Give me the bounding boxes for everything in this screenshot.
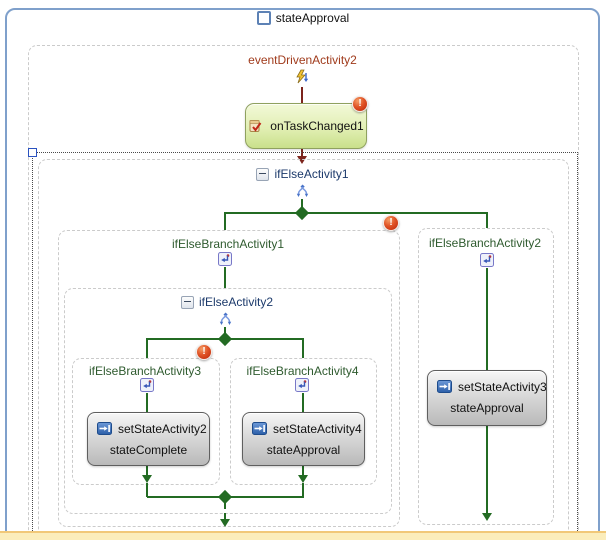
state-title-label: stateApproval bbox=[275, 11, 350, 25]
set-state3-label: setStateActivity3 bbox=[458, 379, 547, 394]
connector-line bbox=[302, 483, 304, 497]
connector-line bbox=[224, 267, 226, 288]
on-task-changed-activity[interactable]: onTaskChanged1 bbox=[245, 103, 367, 149]
connector-line bbox=[301, 147, 303, 156]
connector-line bbox=[486, 212, 488, 228]
connector-line bbox=[302, 393, 304, 412]
set-state2-target: stateComplete bbox=[109, 443, 188, 457]
if-else2-container[interactable] bbox=[64, 288, 392, 514]
set-state-icon bbox=[437, 379, 452, 394]
branch-icon bbox=[140, 378, 154, 392]
branch2-title-label: ifElseBranchActivity2 bbox=[428, 236, 542, 250]
arrowhead bbox=[482, 513, 492, 521]
branch1-title-label: ifElseBranchActivity1 bbox=[171, 237, 285, 251]
task-icon bbox=[248, 118, 264, 134]
branch4-title[interactable]: ifElseBranchActivity4 bbox=[230, 364, 375, 378]
set-state-activity4[interactable]: setStateActivity4 stateApproval bbox=[242, 412, 365, 466]
connector-line bbox=[301, 87, 303, 103]
set-state4-label: setStateActivity4 bbox=[273, 421, 362, 436]
if-else2-title-label: ifElseActivity2 bbox=[198, 295, 274, 309]
if-else1-title-label: ifElseActivity1 bbox=[274, 167, 349, 181]
set-state2-label: setStateActivity2 bbox=[118, 421, 207, 436]
arrowhead bbox=[298, 475, 308, 483]
connector-line bbox=[486, 268, 488, 370]
if-else-branch-split-icon bbox=[295, 184, 310, 199]
branch2-container[interactable] bbox=[418, 228, 554, 525]
event-driven-title[interactable]: eventDrivenActivity2 bbox=[28, 53, 577, 67]
if-else-branch-split-icon bbox=[218, 312, 233, 327]
branch1-title[interactable]: ifElseBranchActivity1 bbox=[58, 237, 398, 251]
arrowhead bbox=[220, 519, 230, 527]
arrowhead bbox=[142, 475, 152, 483]
status-strip bbox=[0, 531, 606, 540]
state-activity-frame[interactable] bbox=[5, 8, 600, 540]
branch-icon bbox=[480, 253, 494, 267]
connector-line bbox=[146, 483, 148, 497]
connector-line bbox=[146, 338, 148, 358]
connector-line bbox=[302, 338, 304, 358]
connector-line-dashed bbox=[224, 503, 226, 519]
branch4-title-label: ifElseBranchActivity4 bbox=[246, 364, 359, 378]
branch-icon bbox=[295, 378, 309, 392]
event-driven-container[interactable] bbox=[28, 45, 579, 540]
branch2-title[interactable]: ifElseBranchActivity2 bbox=[418, 236, 552, 250]
connector-line bbox=[146, 393, 148, 412]
set-state-icon bbox=[97, 421, 112, 436]
collapse-icon[interactable] bbox=[180, 295, 194, 309]
state-icon bbox=[256, 11, 271, 25]
connector-line bbox=[486, 424, 488, 514]
on-task-changed-label: onTaskChanged1 bbox=[270, 119, 364, 133]
event-driven-icon bbox=[294, 69, 310, 85]
set-state-icon bbox=[252, 421, 267, 436]
error-badge-branch3[interactable]: ! bbox=[196, 344, 212, 360]
selection-rect bbox=[32, 152, 578, 540]
connector-line bbox=[146, 464, 148, 476]
connector-line bbox=[224, 212, 226, 230]
set-state4-target: stateApproval bbox=[266, 443, 341, 457]
if-else2-title[interactable]: ifElseActivity2 bbox=[64, 295, 390, 309]
error-badge-branch1[interactable]: ! bbox=[383, 215, 399, 231]
branch-icon bbox=[218, 252, 232, 266]
if-else1-container[interactable] bbox=[38, 159, 569, 540]
error-badge-task[interactable]: ! bbox=[352, 96, 368, 112]
branch3-title-label: ifElseBranchActivity3 bbox=[88, 364, 202, 378]
branch3-title[interactable]: ifElseBranchActivity3 bbox=[72, 364, 218, 378]
selection-handle[interactable] bbox=[28, 148, 37, 157]
connector-line bbox=[225, 212, 488, 214]
set-state-activity3[interactable]: setStateActivity3 stateApproval bbox=[427, 370, 547, 426]
set-state3-target: stateApproval bbox=[450, 401, 524, 415]
state-title[interactable]: stateApproval bbox=[0, 11, 606, 25]
arrowhead bbox=[297, 156, 307, 164]
connector-line bbox=[302, 464, 304, 476]
if-else1-title[interactable]: ifElseActivity1 bbox=[38, 167, 567, 181]
collapse-icon[interactable] bbox=[256, 167, 270, 181]
set-state-activity2[interactable]: setStateActivity2 stateComplete bbox=[87, 412, 210, 466]
event-driven-title-label: eventDrivenActivity2 bbox=[248, 53, 357, 67]
